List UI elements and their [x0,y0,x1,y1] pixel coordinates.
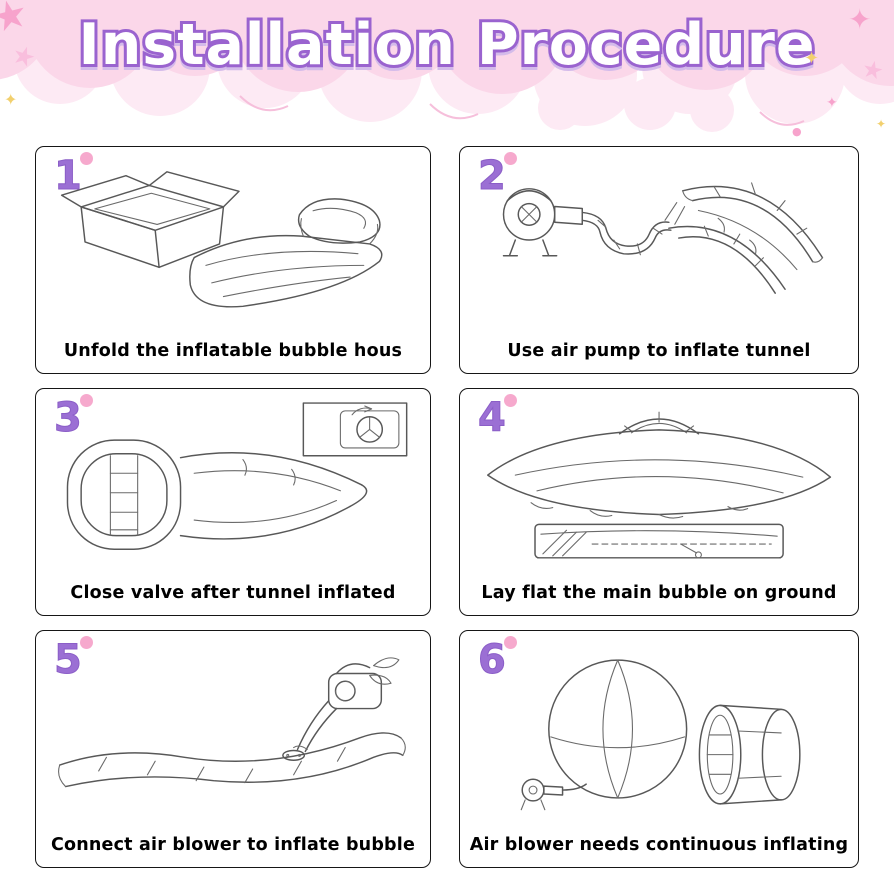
inflated-bubble-dome-with-tunnel-illustration [460,635,858,825]
step-number: 3 [54,394,100,443]
step-number-dot [504,636,517,649]
step-caption: Connect air blower to inflate bubble [50,835,416,855]
box-and-folded-bubble-illustration [36,151,430,331]
step-number-dot [80,394,93,407]
step-number: 2 [478,152,524,201]
air-blower-connected-to-bubble-illustration [36,635,430,825]
step-card-6: 6 [459,630,859,868]
step-card-2: 2 [459,146,859,374]
step-number: 5 [54,636,100,685]
step-number-text: 5 [54,637,83,684]
step-number-dot [504,394,517,407]
page-title-text: Installation Procedure [79,12,816,78]
step-caption: Unfold the inflatable bubble hous [63,341,403,361]
page-title: Installation Procedure [76,9,818,81]
step-caption: Close valve after tunnel inflated [70,583,396,603]
step-number: 4 [478,394,524,443]
sparkle-icon: ✦ [4,90,18,109]
step-caption: Use air pump to inflate tunnel [507,341,811,361]
step-number-text: 1 [54,153,83,200]
step-number: 6 [478,636,524,685]
step-card-3: 3 [35,388,431,616]
step-caption: Air blower needs continuous inflating [469,835,849,855]
inflated-tunnel-with-valve-inset-illustration [36,393,430,573]
sparkle-icon: ✦ [876,117,887,131]
pink-clouds-decoration [0,0,894,132]
sparkle-icon: ✦ [804,48,820,69]
flat-main-bubble-with-zipper-illustration [460,393,858,573]
header: Installation Procedure ★ ★ ✦ ✦ ✦ ★ ✦ ✦ ● [0,0,894,145]
step-number-dot [504,152,517,165]
sparkle-icon: ✦ [848,3,872,36]
step-caption: Lay flat the main bubble on ground [481,583,837,603]
steps-grid: 1 [35,146,859,868]
step-card-1: 1 [35,146,431,374]
step-number-text: 4 [478,395,507,442]
sparkle-icon: ✦ [826,95,838,111]
step-number-dot [80,152,93,165]
air-pump-inflating-tunnel-illustration [460,151,858,331]
step-number-text: 2 [478,153,507,200]
step-number-text: 6 [478,637,507,684]
step-number: 1 [54,152,100,201]
step-card-5: 5 [35,630,431,868]
step-number-dot [80,636,93,649]
step-number-text: 3 [54,395,83,442]
dot-icon: ● [792,125,802,138]
step-card-4: 4 [459,388,859,616]
